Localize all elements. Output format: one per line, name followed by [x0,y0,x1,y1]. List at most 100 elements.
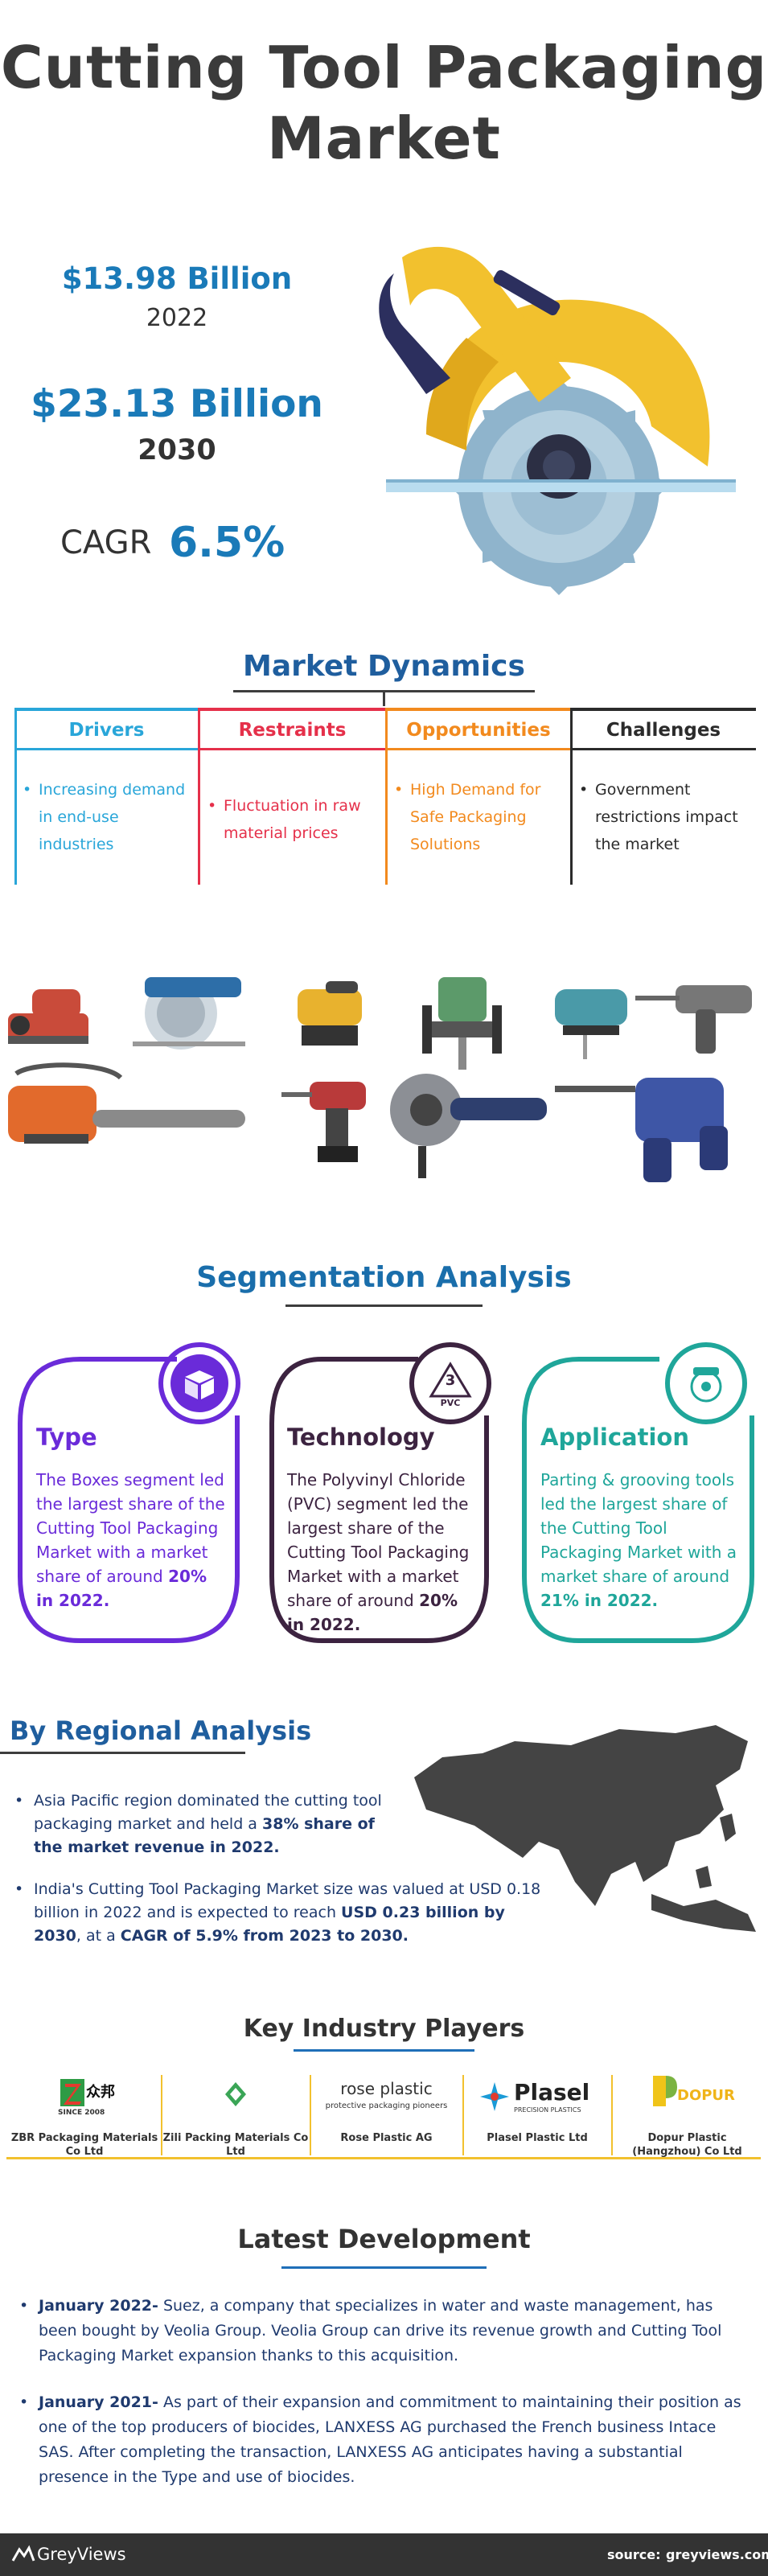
zbr-logo-text: 众邦 [86,2084,115,2101]
regional-underline [0,1752,245,1754]
drivers-text: Increasing demand in end-use industries [39,781,186,853]
drivers-bar [14,708,199,711]
bullet-icon: • [394,781,404,799]
value-2022: $13.98 Billion [61,261,293,296]
pvc-recycle-icon [429,1362,472,1398]
opportunities-divider [386,748,571,750]
drivers-title: Drivers [68,720,145,741]
box-icon [185,1370,214,1399]
segmentation-heading: Segmentation Analysis [196,1261,572,1294]
hammer-drill-icon [635,985,752,1054]
rotary-hammer-icon [555,1078,728,1182]
opportunities-text: High Demand for Safe Packaging Solutions [410,781,541,853]
cordless-drill-icon [281,1082,366,1162]
pvc-number: 3 [445,1372,456,1389]
player-name: ZBR Packaging Materials Co Ltd [10,2132,158,2158]
challenges-divider [571,748,756,750]
cagr-value: 6.5% [169,519,285,567]
challenges-item: • Government restrictions impact the mar… [579,776,752,858]
plasel-logo-sub: PRECISION PLASTICS [514,2106,581,2114]
regional-bullet-2: • India's Cutting Tool Packaging Market … [14,1878,553,1948]
asia-map [414,1725,756,1932]
sander-icon [298,981,362,1046]
development-heading: Latest Development [237,2224,531,2254]
segmentation-underline [285,1304,483,1307]
year-2030: 2030 [138,434,216,466]
player-name: Plasel Plastic Ltd [487,2132,588,2144]
plasel-logo-text: Plasel [514,2079,590,2106]
type-title: Type [36,1424,97,1451]
players-divider [462,2075,464,2155]
technology-title: Technology [287,1424,435,1451]
cagr-label: CAGR [60,524,152,561]
title-line-1: Cutting Tool Packaging [0,34,768,101]
challenges-bar [571,708,756,711]
player-zili: Zili Packing Materials Co Ltd [162,2071,309,2159]
jigsaw-icon [555,989,627,1059]
bullet-icon: • [14,1880,24,1898]
development-underline [281,2266,487,2269]
players-row [6,2071,761,2159]
opportunities-title: Opportunities [406,720,551,741]
restraints-bar [199,708,386,711]
bullet-icon: • [579,781,589,799]
type-text: The Boxes segment led the largest share … [36,1470,225,1610]
dynamics-heading: Market Dynamics [243,650,525,683]
year-2022: 2022 [146,304,208,332]
footer-source-value: greyviews.com [666,2547,768,2562]
drivers-left-line [14,708,17,885]
player-dopur: DOPUR Dopur Plastic (Hangzhou) Co Ltd [613,2071,762,2159]
angle-grinder-icon [390,1074,547,1178]
bullet-icon: • [207,797,217,815]
bullet-icon: • [19,2297,29,2315]
player-rose: rose plastic protective packaging pionee… [311,2071,462,2159]
circular-saw-icon [133,977,245,1050]
challenges-left-line [570,708,573,885]
challenges-title: Challenges [606,720,721,741]
restraints-divider [199,748,386,750]
opportunities-bar [386,708,571,711]
footer-source-label: source: [607,2547,661,2562]
player-plasel: Plasel PRECISION PLASTICS Plasel Plastic… [464,2071,610,2159]
opportunities-left-line [385,708,388,885]
value-2030: $23.13 Billion [31,382,323,426]
footer-brand: GreyViews [37,2545,126,2564]
restraints-text: Fluctuation in raw material prices [224,797,361,842]
opportunities-item: • High Demand for Safe Packaging Solutio… [394,776,563,858]
planer-icon [8,989,88,1044]
router-icon [422,977,502,1070]
footer: GreyViews source: greyviews.com [0,2533,768,2576]
chainsaw-icon [8,1062,245,1144]
player-name: Rose Plastic AG [340,2132,433,2144]
application-title: Application [540,1424,689,1451]
players-underline [294,2049,474,2052]
players-divider [611,2075,613,2155]
bullet-icon: • [23,781,32,799]
pvc-label: PVC [440,1398,461,1408]
circular-saw-illustration [379,246,736,595]
bullet-icon: • [19,2393,29,2411]
players-heading: Key Industry Players [243,2015,525,2043]
dynamics-connector [383,690,385,706]
drivers-divider [14,748,199,750]
dopur-logo-text: DOPUR [677,2087,735,2104]
player-name: Dopur Plastic (Hangzhou) Co Ltd [632,2132,742,2158]
restraints-title: Restraints [238,720,347,741]
page-title: Cutting Tool Packaging Market [0,32,768,174]
power-tools-illustration [8,977,752,1182]
player-name: Zili Packing Materials Co Ltd [162,2132,309,2158]
segmentation-cards-frame [18,1342,754,1643]
regional-heading: By Regional Analysis [10,1715,312,1746]
saw-blade-icon [690,1367,722,1403]
zbr-logo-icon [60,2079,84,2106]
greyviews-logo-icon [11,2545,35,2562]
application-text: Parting & grooving tools led the largest… [540,1470,737,1610]
title-line-2: Market [267,105,501,172]
player-zbr: 众邦 SINCE 2008 ZBR Packaging Materials Co… [10,2071,159,2159]
zili-logo-icon [225,2082,246,2106]
rose-logo-sub: protective packaging pioneers [325,2101,448,2110]
players-divider [310,2075,311,2155]
restraints-left-line [198,708,200,885]
development-item-2: • January 2021- As part of their expansi… [19,2390,746,2490]
dopur-logo-icon [653,2076,677,2106]
